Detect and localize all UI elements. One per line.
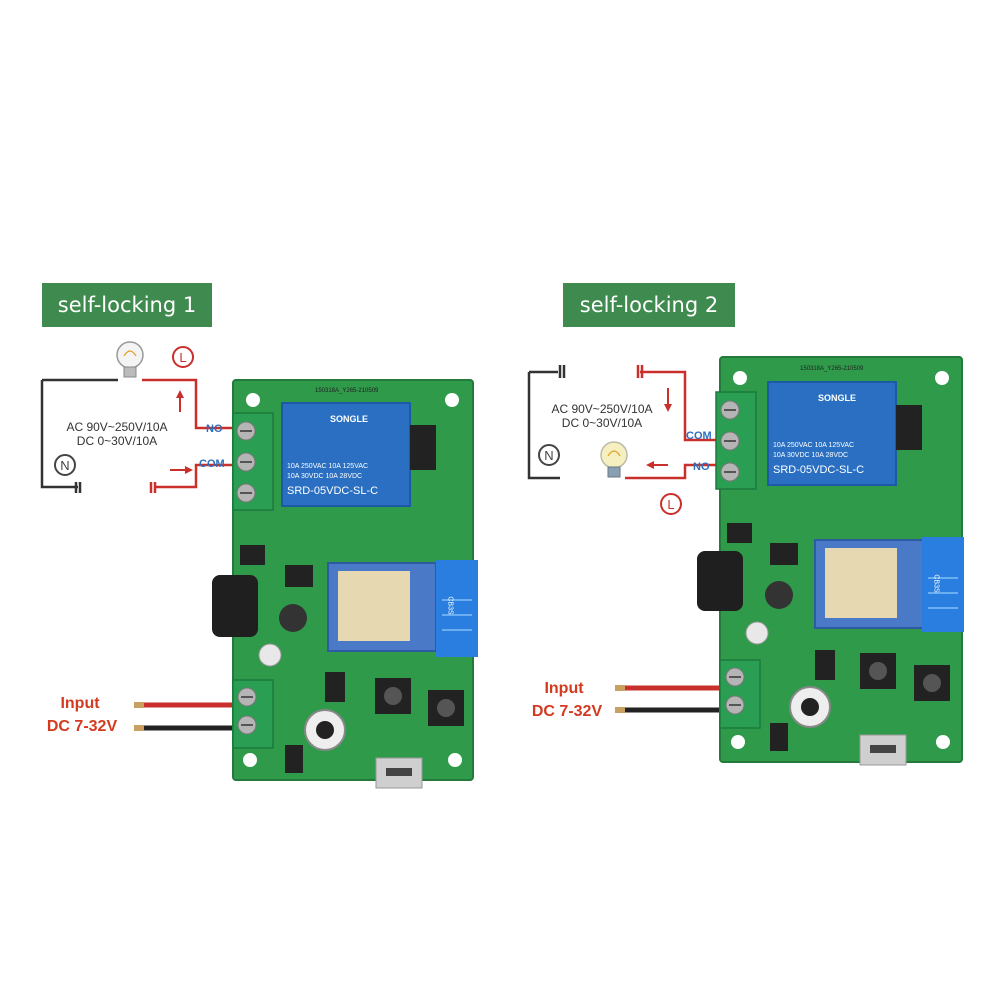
panel1-spec-dc: DC 0~30V/10A [76,434,158,448]
panel1-relay-model: SRD-05VDC-SL-C [287,485,379,497]
panel2-relay-model: SRD-05VDC-SL-C [773,464,865,476]
panel2-relay-rating-2: 10A 30VDC 10A 28VDC [773,452,849,459]
panel2-terminal-no: NO [693,461,710,473]
panel2-title: self-locking 2 [563,283,735,327]
current-arrow-icon [170,390,193,474]
svg-text:L: L [179,350,186,365]
panel2-input-voltage: DC 7-32V [531,703,603,720]
line-symbol-icon: L [172,346,194,368]
lamp-icon [116,341,144,378]
panel1-relay-brand: SONGLE [330,414,369,424]
svg-text:N: N [60,458,69,473]
panel2-relay-rating-1: 10A 250VAC 10A 125VAC [773,442,855,449]
panel2-relay [767,381,897,486]
panel2-input-wires [615,685,720,713]
panel2-pcb-board [697,356,964,766]
panel1-com-terminal [149,482,157,493]
panel2-spec-dc: DC 0~30V/10A [561,416,643,430]
panel1-wires [40,378,237,493]
svg-text:L: L [667,497,674,512]
panel1-input-wires [134,702,237,731]
panel2-terminal-com: COM [686,430,712,442]
current-arrow-icon [646,388,672,469]
line-symbol-icon: L [660,493,682,515]
panel1-spec-ac: AC 90V~250V/10A [66,420,168,434]
neutral-symbol-icon: N [54,454,76,476]
panel1-pcb-board [212,379,478,789]
panel1-coil [212,575,258,637]
panel1-antenna [436,560,478,657]
panel1-antenna-label: CB3S [446,596,454,615]
panel2-antenna [922,537,964,632]
panel1-neutral-wire [40,380,78,489]
panel2-relay-brand: SONGLE [818,393,857,403]
panel1-input-voltage: DC 7-32V [46,718,118,735]
panel2-wires [527,365,717,480]
panel1-live-wire [142,378,237,430]
panel1-terminal-no: NO [206,423,223,435]
panel2-antenna-label: CB3S [932,574,940,593]
panel1-pcb-code: 150318A_Y265-210509 [315,388,379,394]
panel1-input-label: Input [60,695,100,712]
panel2-spec-ac: AC 90V~250V/10A [551,402,653,416]
panel2-pcb-code: 150318A_Y265-210509 [800,366,864,372]
panel1-com-wire [155,463,237,489]
panel1-title: self-locking 1 [42,283,212,327]
panel1-terminal-com: COM [199,458,225,470]
neutral-symbol-icon: N [538,444,560,466]
lamp-icon [600,441,628,478]
svg-text:N: N [544,448,553,463]
panel1-relay-rating-2: 10A 30VDC 10A 28VDC [287,473,363,480]
panel2-input-label: Input [544,680,584,697]
panel2-coil [697,551,743,611]
panel1-relay-rating-1: 10A 250VAC 10A 125VAC [287,463,369,470]
panel1-neutral-terminal [74,482,82,493]
